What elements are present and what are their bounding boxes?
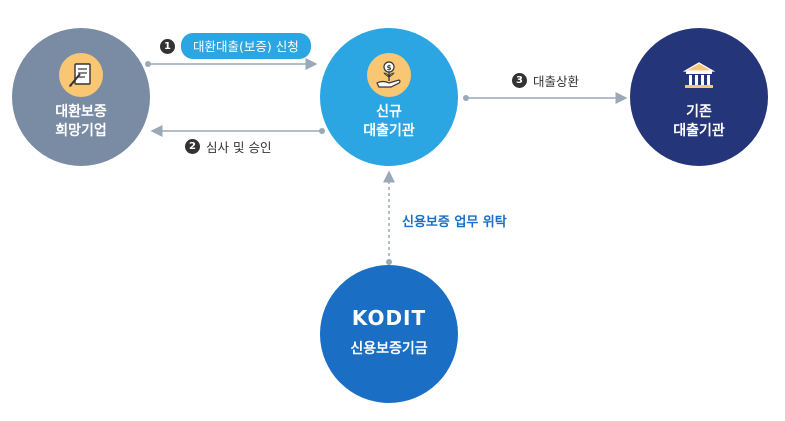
step-approve: 2 심사 및 승인 (185, 137, 271, 156)
arrow-apply (145, 58, 318, 70)
svg-text:$: $ (387, 64, 392, 72)
node-existing-lender-line1: 기존 (686, 104, 712, 120)
node-kodit-label: 신용보증기금 (350, 341, 428, 357)
node-new-lender-line1: 신규 (376, 104, 402, 120)
step-repay-label: 대출상환 (533, 74, 580, 89)
step-number: 3 (512, 73, 527, 88)
step-apply-label: 대환대출(보증) 신청 (181, 33, 311, 59)
node-new-lender: $ 신규 대출기관 (320, 28, 458, 166)
node-existing-lender: 기존 대출기관 (630, 28, 768, 166)
delegation-label: 신용보증 업무 위탁 (402, 215, 507, 230)
node-applicant-line2: 희망기업 (55, 123, 107, 139)
step-apply: 1 대환대출(보증) 신청 (160, 33, 311, 59)
arrow-approve (150, 125, 325, 137)
step-number: 2 (185, 139, 200, 154)
arrow-repay (463, 92, 628, 104)
arrow-delegation (383, 170, 395, 265)
kodit-logo: KODIT (351, 306, 427, 330)
money-plant-hand-icon: $ (367, 53, 411, 97)
node-applicant-line1: 대환보증 (55, 104, 107, 120)
bank-building-icon (676, 53, 722, 97)
step-repay: 3 대출상환 (512, 71, 579, 90)
document-pen-icon (59, 53, 103, 97)
step-number: 1 (160, 38, 175, 54)
step-approve-label: 심사 및 승인 (206, 140, 272, 155)
node-applicant: 대환보증 희망기업 (12, 28, 150, 166)
node-kodit: KODIT 신용보증기금 (320, 265, 458, 403)
node-new-lender-line2: 대출기관 (363, 123, 415, 139)
node-existing-lender-line2: 대출기관 (673, 123, 725, 139)
